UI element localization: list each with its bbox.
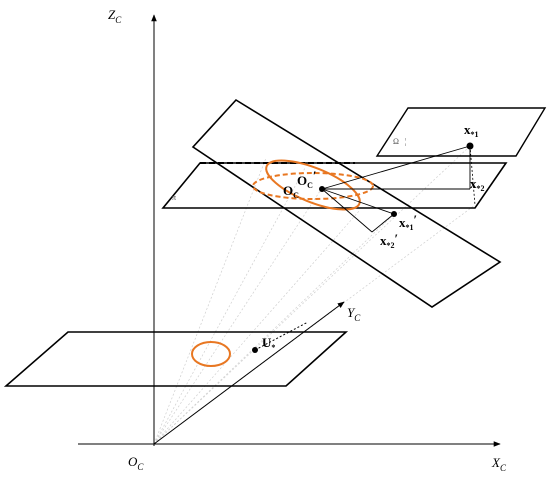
x-star1-mid-label: x*1′ xyxy=(399,212,417,232)
tilted-plane xyxy=(191,98,502,308)
omega-label: Ω xyxy=(393,137,399,146)
oc-prime-label: OC′ xyxy=(297,168,317,190)
y-axis-label: YC xyxy=(347,305,361,323)
oc-prime-point xyxy=(319,186,325,192)
u-star-label: U* xyxy=(262,335,275,352)
u-star-dotted-line xyxy=(254,321,309,351)
pi-label: π xyxy=(172,193,176,202)
plane-omega xyxy=(375,107,547,157)
x-star1-top-point xyxy=(466,142,474,150)
construction-lines xyxy=(321,145,471,233)
x-star2-top-label: x*2 xyxy=(470,176,485,193)
bottom-image-plane xyxy=(3,331,349,387)
dotted-link-top xyxy=(469,145,476,206)
projection-rays xyxy=(153,145,476,445)
origin-label: OC xyxy=(128,454,144,472)
oc-label: OC xyxy=(283,183,299,200)
plane-pi xyxy=(161,162,508,209)
x-star2-mid-label: x*2′ xyxy=(380,231,398,250)
x-star1-top-label: x*1 xyxy=(464,122,479,139)
z-axis-label: ZC xyxy=(108,7,122,25)
y-axis xyxy=(153,301,345,445)
bottom-ellipse xyxy=(191,341,231,367)
omega-mark: ¦ xyxy=(405,137,407,146)
ellipse-horizontal xyxy=(252,172,374,200)
x-axis-label: XC xyxy=(491,455,507,473)
axes xyxy=(78,14,501,447)
ellipse-tilted xyxy=(265,159,361,211)
u-star-point xyxy=(252,347,258,353)
x-star1-mid-point xyxy=(391,211,397,217)
